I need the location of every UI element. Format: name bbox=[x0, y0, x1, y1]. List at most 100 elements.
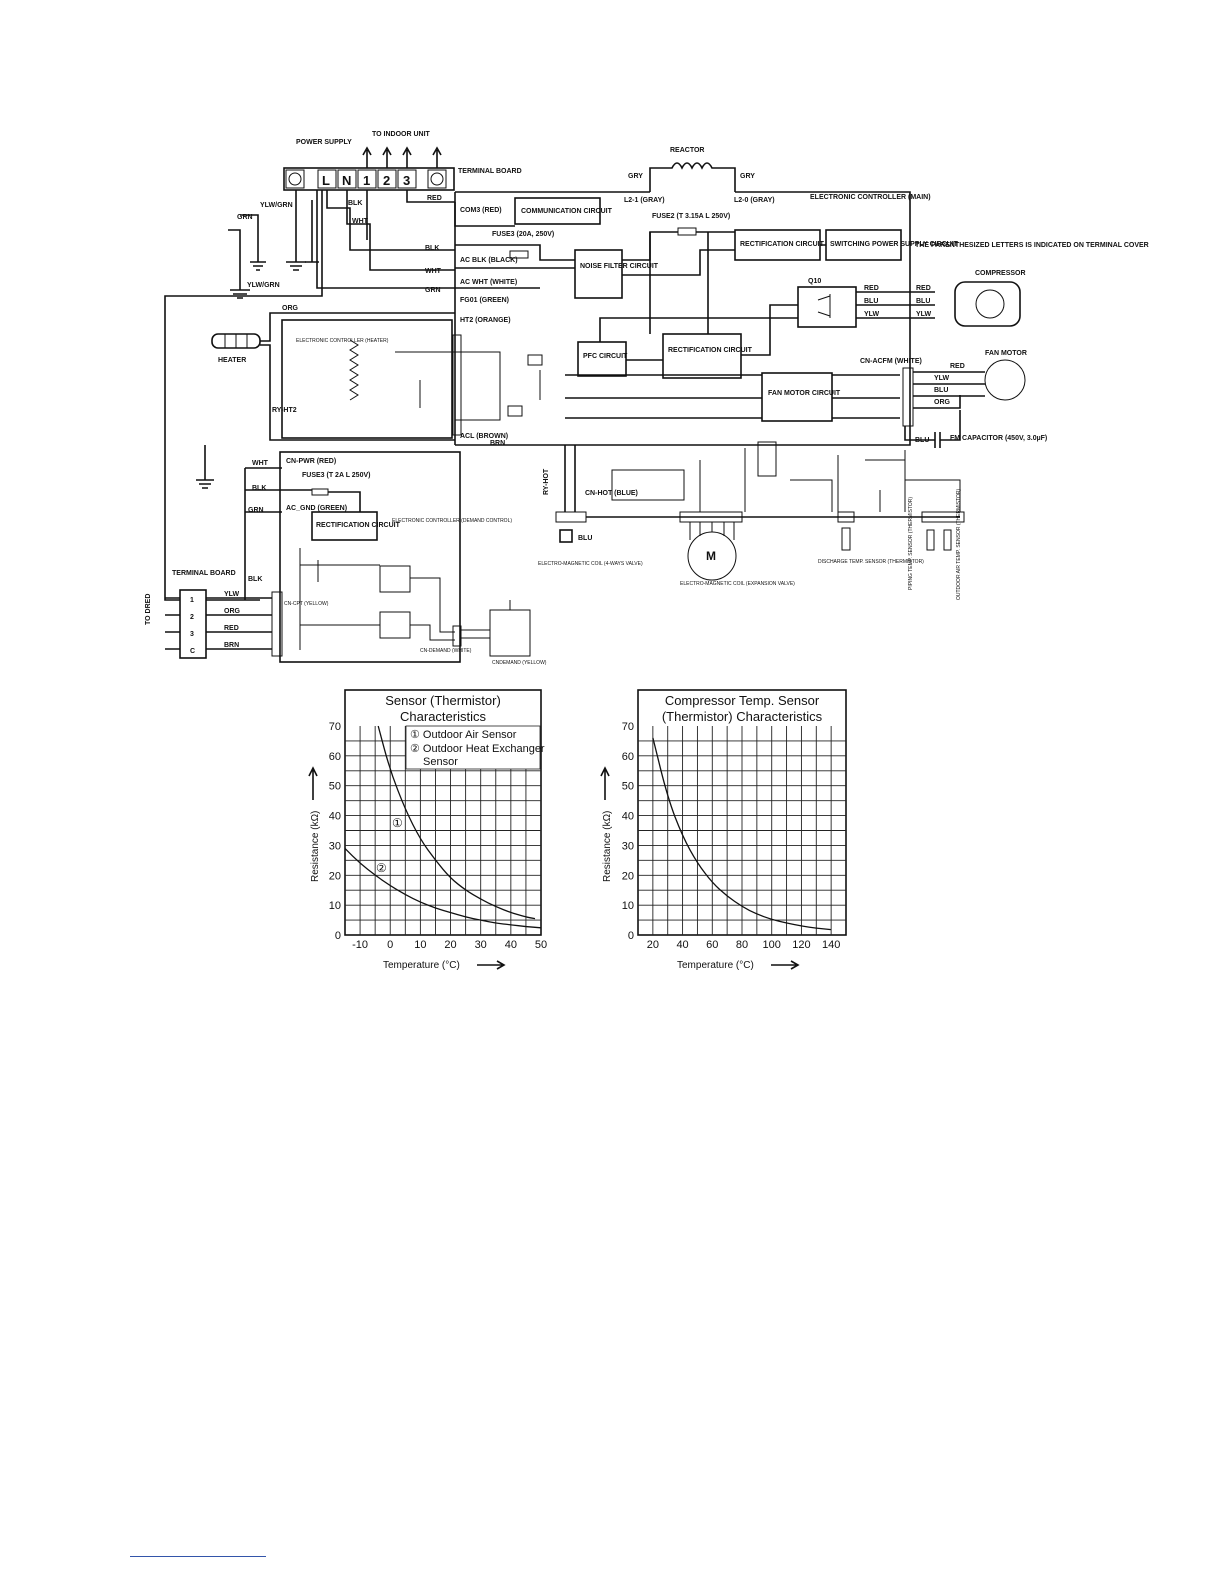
l2-1-label: L2-1 (GRAY) bbox=[624, 197, 665, 204]
diode-array bbox=[757, 441, 777, 477]
y-tick-label: 70 bbox=[329, 721, 341, 733]
cn-ht-connector bbox=[452, 334, 462, 436]
dred-terminal-board bbox=[179, 589, 207, 659]
demand-internal bbox=[299, 548, 455, 650]
series-line-2 bbox=[344, 847, 542, 929]
chart-compressor-thermistor: Compressor Temp. Sensor (Thermistor) Cha… bbox=[600, 689, 847, 971]
dred-ylw: YLW bbox=[224, 591, 240, 598]
fan-motor bbox=[984, 359, 1026, 401]
ac-gnd-label: AC_GND (GREEN) bbox=[286, 505, 347, 512]
y-tick-label: 50 bbox=[622, 781, 634, 793]
schematic: POWER SUPPLY TO INDOOR UNIT TERMINAL BOA… bbox=[145, 131, 1149, 666]
th1-wires bbox=[865, 450, 961, 512]
x-tick-label: 30 bbox=[475, 939, 487, 951]
reactor-coil bbox=[649, 162, 736, 192]
dred-red: RED bbox=[224, 625, 239, 632]
x-tick-label: 40 bbox=[505, 939, 517, 951]
discharge-thermistor bbox=[841, 527, 851, 551]
mid-wires bbox=[599, 232, 798, 361]
compressor-motor bbox=[975, 289, 1005, 319]
dred-blk: BLK bbox=[248, 576, 262, 583]
rect-bottom-label: RECTIFICATION CIRCUIT bbox=[316, 522, 401, 529]
communication-circuit bbox=[514, 197, 601, 225]
ev-wires bbox=[689, 448, 746, 540]
terminal-1: 1 bbox=[363, 173, 370, 188]
ht2-orange-label: HT2 (ORANGE) bbox=[460, 317, 511, 324]
chart2-y-arrow bbox=[600, 766, 610, 800]
fan-wires bbox=[565, 374, 900, 419]
comp-ylw: YLW bbox=[916, 311, 932, 318]
y-tick-label: 30 bbox=[329, 840, 341, 852]
cn-demand-yellow-label: CNDEMAND (YELLOW) bbox=[492, 660, 547, 666]
terminal-N: N bbox=[342, 173, 351, 188]
dred-org: ORG bbox=[224, 608, 241, 615]
power-supply-label: POWER SUPPLY bbox=[296, 139, 352, 146]
y-tick-label: 20 bbox=[622, 870, 634, 882]
pwr-grn: GRN bbox=[248, 507, 264, 514]
chart2-xlabel: Temperature (°C) bbox=[677, 960, 754, 971]
fan-red: RED bbox=[950, 363, 965, 370]
piping-thermistor bbox=[926, 529, 935, 551]
fm-capacitor-label: FM CAPACITOR (450V, 3.0µF) bbox=[950, 435, 1047, 442]
rc-filter bbox=[611, 469, 685, 501]
wire-blk-2: BLK bbox=[425, 245, 439, 252]
chart1-annot-1: ① bbox=[392, 816, 403, 830]
cn-acfm-connector bbox=[902, 367, 914, 427]
ac-wht-label: AC WHT (WHITE) bbox=[460, 279, 517, 286]
cn-acfm-label: CN-ACFM (WHITE) bbox=[860, 358, 922, 365]
rect-top-label: RECTIFICATION CIRCUIT bbox=[740, 241, 825, 248]
compressor-wires bbox=[856, 291, 935, 319]
cn-hot-connector bbox=[555, 511, 587, 523]
fg01-label: FG01 (GREEN) bbox=[460, 297, 509, 304]
wire-red-1: RED bbox=[427, 195, 442, 202]
switching-label: SWITCHING POWER SUPPLY CIRCUIT bbox=[830, 241, 959, 248]
y-tick-label: 60 bbox=[622, 751, 634, 763]
ec-demand-label: ELECTRONIC CONTROLLER (DEMAND CONTROL) bbox=[392, 518, 512, 524]
y-tick-label: 30 bbox=[622, 840, 634, 852]
y-tick-label: 40 bbox=[329, 811, 341, 823]
x-tick-label: 10 bbox=[414, 939, 426, 951]
y-tick-label: 0 bbox=[335, 930, 341, 942]
x-tick-label: 50 bbox=[535, 939, 547, 951]
wire-ylw-grn-bot: YLW/GRN bbox=[247, 282, 280, 289]
fan-motor-wires bbox=[913, 371, 985, 409]
pwr-wht: WHT bbox=[252, 460, 269, 467]
piping-sensor-label: PIPING TEMP. SENSOR (THERMISTOR) bbox=[908, 497, 914, 590]
fan-motor-circuit-label: FAN MOTOR CIRCUIT bbox=[768, 390, 841, 397]
noise-filter-circuit bbox=[574, 249, 623, 299]
dred-3: 3 bbox=[190, 631, 194, 638]
chart1-xlabel: Temperature (°C) bbox=[383, 960, 460, 971]
y-tick-label: 50 bbox=[329, 781, 341, 793]
chart2-title-line1: Compressor Temp. Sensor bbox=[665, 693, 820, 708]
cn-hot-label: CN-HOT (BLUE) bbox=[585, 490, 638, 497]
pwr-blk: BLK bbox=[252, 485, 266, 492]
to-indoor-unit-label: TO INDOOR UNIT bbox=[372, 131, 431, 138]
chart2-title-line2: (Thermistor) Characteristics bbox=[662, 709, 823, 724]
wire-grn-2: GRN bbox=[425, 287, 441, 294]
chart1-legend-2: ② Outdoor Heat Exchanger bbox=[410, 743, 545, 755]
chart1-annot-2: ② bbox=[376, 861, 387, 875]
series-line-1 bbox=[377, 725, 536, 920]
chart1-title-line1: Sensor (Thermistor) bbox=[385, 693, 501, 708]
x-tick-label: 100 bbox=[763, 939, 781, 951]
ry-hot-label: RY-HOT bbox=[543, 468, 550, 495]
wire-wht-1: WHT bbox=[352, 218, 369, 225]
cn-th1-connector bbox=[921, 511, 965, 523]
rect-mid-label: RECTIFICATION CIRCUIT bbox=[668, 347, 753, 354]
wire-grn-left: GRN bbox=[237, 214, 253, 221]
chart1-y-arrow bbox=[308, 766, 318, 800]
terminal-blocks: L N 1 2 3 bbox=[317, 169, 417, 189]
cn-cpt-connector bbox=[271, 591, 283, 657]
y-tick-label: 0 bbox=[628, 930, 634, 942]
cn-dis-connector bbox=[837, 511, 855, 523]
reactor-label: REACTOR bbox=[670, 147, 704, 154]
dred-1: 1 bbox=[190, 597, 194, 604]
q10-label: Q10 bbox=[808, 278, 821, 285]
indoor-arrows bbox=[362, 146, 442, 168]
com3-label: COM3 (RED) bbox=[460, 207, 502, 214]
ry-ht2-relay bbox=[507, 405, 523, 417]
cn-demand-yellow bbox=[489, 609, 531, 657]
noise-filter-label: NOISE FILTER CIRCUIT bbox=[580, 263, 659, 270]
to-dred-label: TO DRED bbox=[145, 594, 152, 625]
